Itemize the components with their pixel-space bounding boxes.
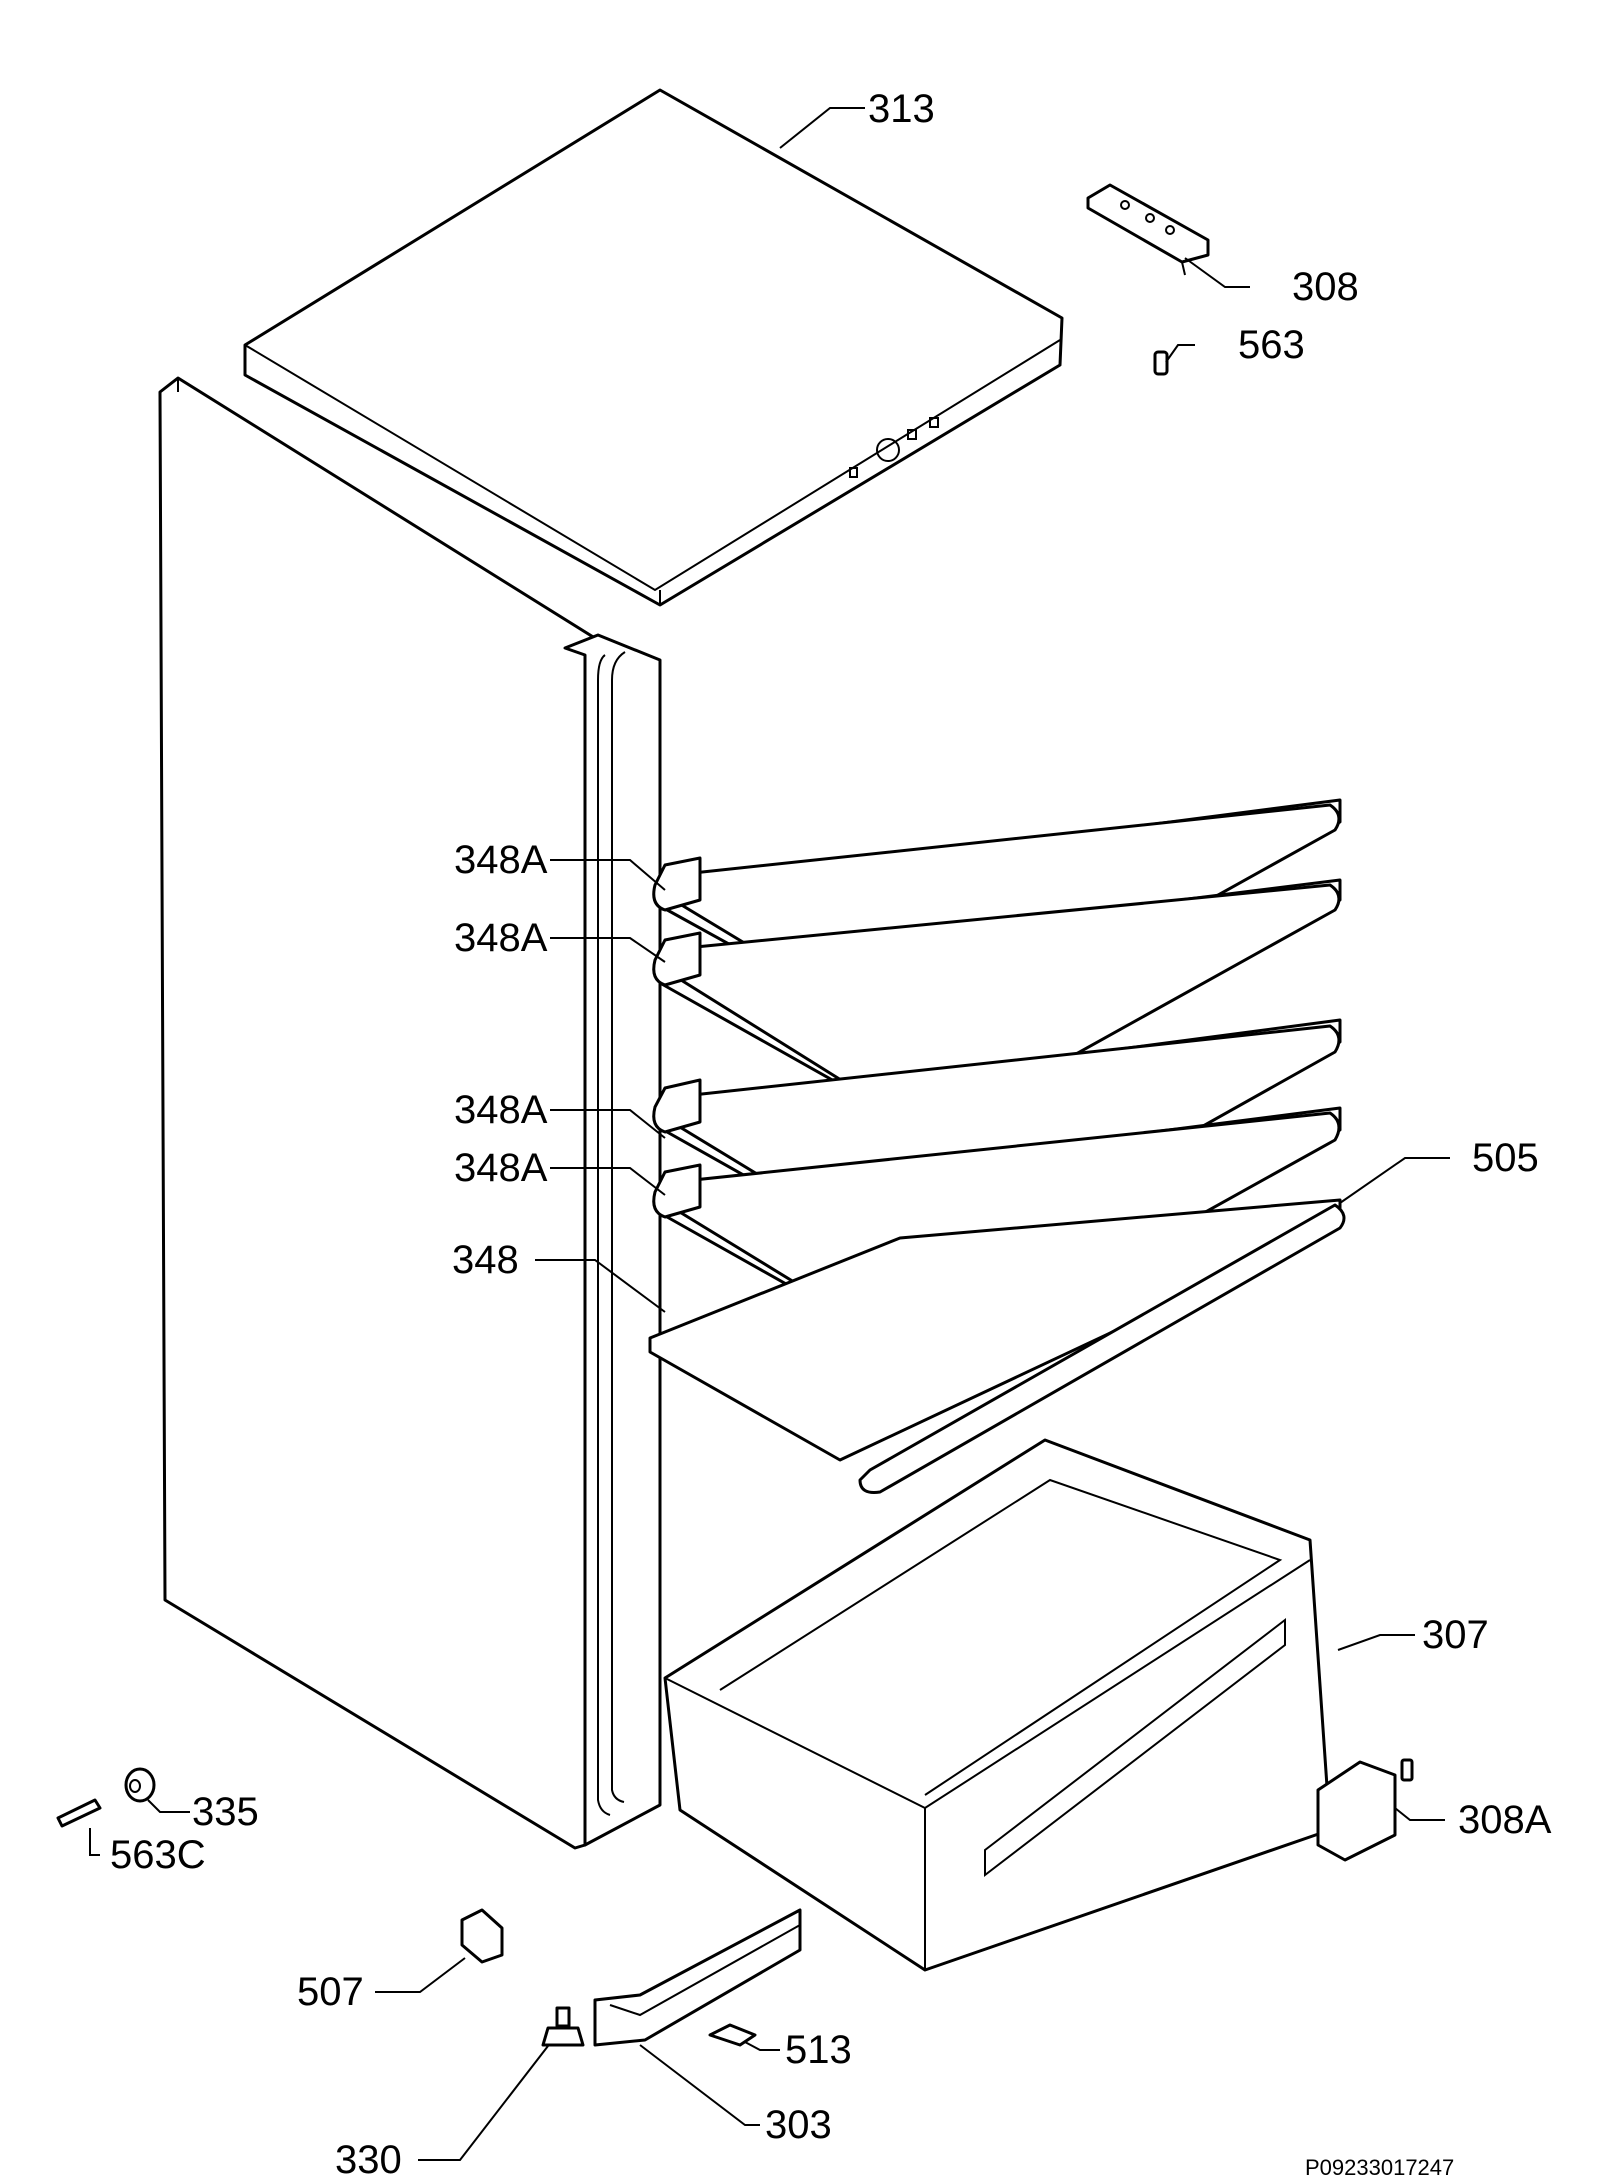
glass-shelf [652, 878, 1342, 1140]
adjustable-foot [541, 2006, 585, 2047]
cabinet-body [158, 376, 662, 1850]
label-348: 348 [452, 1238, 519, 1282]
label-335: 335 [192, 1790, 259, 1834]
drain-bracket [460, 1908, 504, 1964]
label-348a: 348A [454, 916, 548, 960]
label-513: 513 [785, 2028, 852, 2072]
crisper-trim-strip [858, 1203, 1346, 1494]
lower-hinge [1316, 1758, 1414, 1862]
reference-code: P09233017247 [1305, 2155, 1454, 2180]
top-hinge [1086, 183, 1210, 276]
foot-pin [56, 1798, 102, 1828]
label-308a: 308A [1458, 1798, 1552, 1842]
label-505: 505 [1472, 1136, 1539, 1180]
top-cover [243, 88, 1064, 607]
crisper-drawer [663, 1438, 1332, 1972]
hinge-pin [1153, 350, 1169, 376]
label-330: 330 [335, 2138, 402, 2182]
label-507: 507 [297, 1970, 364, 2014]
label-348a: 348A [454, 1088, 548, 1132]
kick-plate [593, 1908, 802, 2047]
small-clip [708, 2023, 757, 2047]
leader-lines [89, 107, 1450, 2161]
label-307: 307 [1422, 1613, 1489, 1657]
label-308: 308 [1292, 265, 1359, 309]
label-563c: 563C [110, 1833, 206, 1877]
label-348a: 348A [454, 838, 548, 882]
label-303: 303 [765, 2103, 832, 2147]
foot-cap [124, 1767, 156, 1803]
label-313: 313 [868, 87, 935, 131]
label-563: 563 [1238, 323, 1305, 367]
label-348a: 348A [454, 1146, 548, 1190]
